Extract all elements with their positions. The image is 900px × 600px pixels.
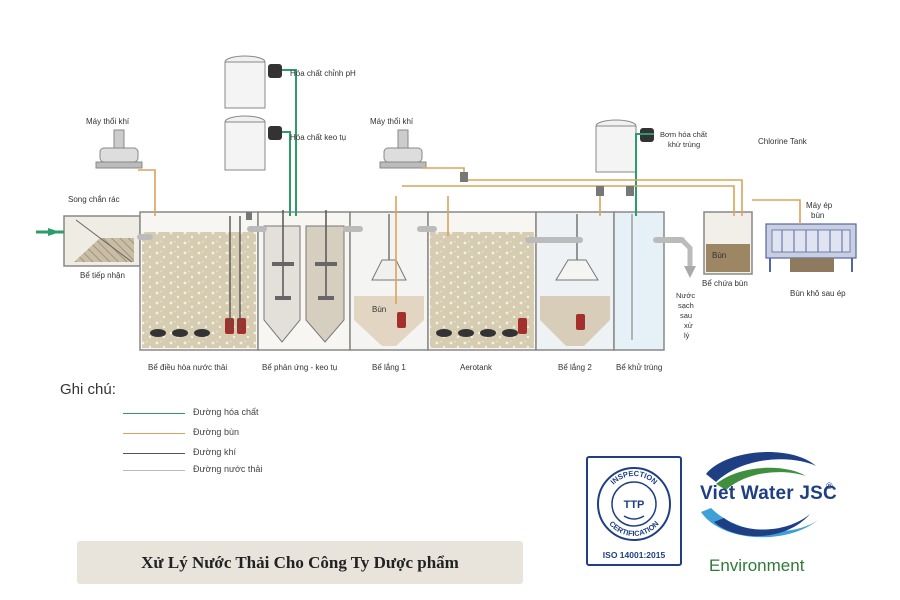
label-blower-1: Máy thổi khí: [86, 117, 130, 126]
label-sludge-in-tank: Bùn: [712, 251, 726, 260]
diffusers: [150, 329, 518, 337]
registered-mark: ®: [826, 481, 833, 491]
svg-text:xử: xử: [684, 321, 693, 330]
svg-text:TTP: TTP: [624, 499, 645, 511]
legend-line-sludge: [123, 433, 185, 434]
outlet-arrow: [684, 266, 696, 278]
legend-label-air: Đường khí: [193, 447, 236, 457]
label-tank-sludge: Bể chứa bùn: [702, 279, 748, 288]
label-press-1: Máy ép: [806, 201, 833, 210]
label-clean-water: Nước sạch sau xử lý: [676, 291, 695, 340]
svg-text:sạch: sạch: [678, 301, 694, 310]
label-pump-disinfect-1: Bơm hóa chất: [660, 130, 708, 139]
company-logo-icon: [701, 452, 818, 538]
label-blower-2: Máy thổi khí: [370, 117, 414, 126]
legend-label-chemical: Đường hóa chất: [193, 407, 259, 417]
pumps: [225, 312, 585, 334]
sludge-press: [765, 223, 857, 272]
legend-line-chemical: [123, 413, 185, 414]
svg-text:Nước: Nước: [676, 291, 695, 300]
air-lines: [229, 216, 241, 330]
blower-2: [379, 129, 427, 169]
blower-1: [95, 129, 143, 169]
label-tank-react: Bể phản ứng - keo tụ: [262, 363, 337, 372]
company-name: Viet Water JSC: [700, 483, 837, 504]
label-chem-ph: Hóa chất chỉnh pH: [290, 69, 356, 78]
label-sludge-settler: Bùn: [372, 305, 386, 314]
legend-label-wastewater: Đường nước thải: [193, 464, 263, 474]
certification-standard: ISO 14001:2015: [602, 550, 666, 560]
svg-text:lý: lý: [684, 331, 690, 340]
label-tank-settle-1: Bể lắng 1: [372, 363, 406, 372]
label-tank-receive: Bể tiếp nhận: [80, 271, 125, 280]
label-pump-disinfect-2: khử trùng: [668, 140, 700, 149]
legend-line-wastewater: [123, 470, 185, 471]
chemical-tank-ph: [224, 55, 282, 109]
sludge-lines: [138, 167, 801, 304]
label-tank-disinfect: Bể khử trùng: [616, 363, 662, 372]
chemical-tank-coag: [224, 115, 282, 171]
label-tank-equalize: Bể điều hòa nước thải: [148, 363, 227, 372]
outlet-pipe: [680, 238, 693, 268]
wastewater-lines: [137, 226, 685, 243]
svg-text:sau: sau: [680, 311, 692, 320]
label-tank-settle-2: Bể lắng 2: [558, 363, 592, 372]
chemical-lines: [282, 69, 654, 216]
label-chlorine-tank: Chlorine Tank: [758, 137, 808, 146]
caption-box: Xử Lý Nước Thải Cho Công Ty Dược phẩm: [77, 541, 523, 584]
label-dry-sludge: Bùn khô sau ép: [790, 289, 846, 298]
legend-title: Ghi chú:: [60, 381, 116, 398]
certification-seal-icon: INSPECTION CERTIFICATION TTP: [597, 467, 671, 541]
caption-title: Xử Lý Nước Thải Cho Công Ty Dược phẩm: [141, 552, 459, 572]
label-chem-coag: Hóa chất keo tụ: [290, 133, 346, 142]
company-subtitle: Environment: [709, 556, 805, 575]
certification-badge: INSPECTION CERTIFICATION TTP ISO 14001:2…: [586, 456, 682, 566]
valves: [246, 172, 634, 220]
label-press-2: bùn: [811, 211, 824, 220]
chemical-tank-disinfect: [595, 119, 654, 173]
legend-label-sludge: Đường bùn: [193, 427, 239, 437]
legend-line-air: [123, 453, 185, 454]
label-tank-aerotank: Aerotank: [460, 363, 493, 372]
tank-disinfect: [613, 211, 665, 351]
label-screen: Song chắn rác: [68, 195, 120, 204]
